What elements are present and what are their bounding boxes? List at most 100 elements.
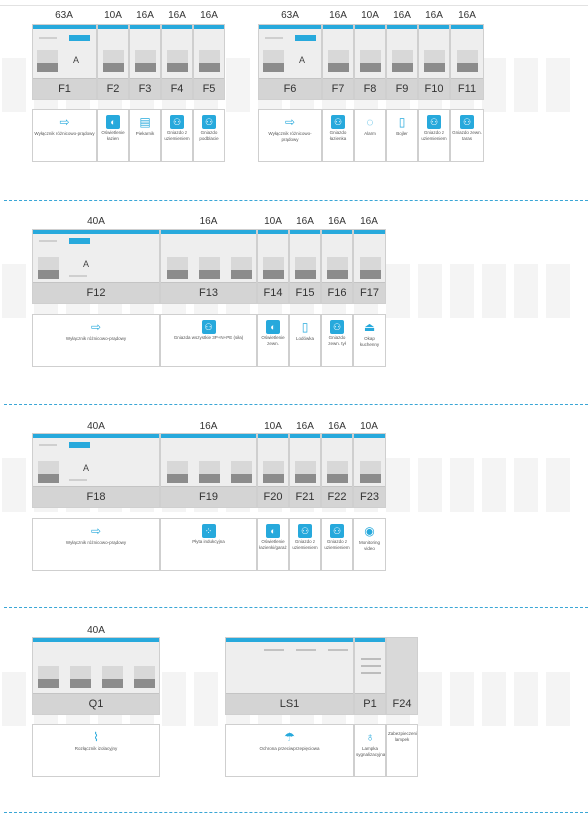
breaker-module[interactable]: F8 [354, 24, 386, 100]
boiler-icon: ▯ [398, 115, 406, 129]
breaker-module[interactable]: F2 [97, 24, 129, 100]
circuit-description: ⚇Gniazdo z uziemieniem [161, 109, 193, 162]
fridge-icon: ▯ [301, 320, 309, 334]
isolator-module[interactable]: Q1 [32, 637, 160, 715]
rcd-module[interactable]: A F6 [258, 24, 322, 100]
rating-label: 40A [87, 216, 105, 227]
switch-icon: ⇨ [90, 524, 102, 538]
breaker-module[interactable]: F3 [129, 24, 161, 100]
circuit-label: F14 [258, 282, 288, 303]
circuit-description: ☂Ochrona przeciwprzepięciowa [225, 724, 354, 777]
hood-icon: ⏏ [363, 320, 376, 334]
circuit-label: F3 [130, 78, 160, 99]
breaker-module[interactable]: F9 [386, 24, 418, 100]
lamp-icon: ◐ [266, 320, 280, 334]
breaker-module[interactable]: F22 [321, 433, 353, 508]
rating-label: 16A [199, 421, 218, 432]
circuit-label: F23 [354, 486, 385, 507]
circuit-description: ⚇Gniazdo zewn. taras [450, 109, 484, 162]
rating-label: 40A [87, 421, 105, 432]
breaker-module[interactable]: F23 [353, 433, 386, 508]
circuit-label: F4 [162, 78, 192, 99]
rating-label: 16A [168, 10, 186, 21]
breaker-module[interactable]: F15 [289, 229, 321, 304]
circuit-description: ⚇Gniazdo z uziemieniem [289, 518, 321, 571]
circuit-label: F22 [322, 486, 352, 507]
rcd-module[interactable]: A F18 [32, 433, 160, 508]
switch-icon: ⇨ [284, 115, 296, 129]
circuit-label: F10 [419, 78, 449, 99]
circuit-description: ▯Lodówka [289, 314, 321, 367]
switch-icon: ⇨ [59, 115, 70, 129]
rcd-module[interactable]: A F1 [32, 24, 97, 100]
rating-label: 16A [200, 10, 218, 21]
circuit-description: ⌇Rozłącznik izolacyjny [32, 724, 160, 777]
circuit-label: F6 [259, 78, 321, 99]
rating-label: 16A [425, 10, 443, 21]
row-separator [4, 812, 588, 813]
circuit-label: LS1 [226, 693, 353, 714]
three-pole-breaker-module[interactable]: F19 [160, 433, 257, 508]
breaker-module[interactable]: F21 [289, 433, 321, 508]
circuit-label: F18 [33, 486, 159, 507]
surge-protector-module[interactable]: LS1 [225, 637, 354, 715]
circuit-description: ⁘Płyta indukcyjna [160, 518, 257, 571]
breaker-module[interactable]: F10 [418, 24, 450, 100]
socket-icon: ⚇ [330, 320, 344, 334]
socket-icon: ⚇ [331, 115, 345, 129]
circuit-label: F7 [323, 78, 353, 99]
lamp-icon: ◐ [106, 115, 120, 129]
breaker-module[interactable]: F7 [322, 24, 354, 100]
rating-label: 16A [360, 216, 378, 227]
device-letter: A [83, 463, 90, 473]
breaker-module[interactable]: F4 [161, 24, 193, 100]
alarm-icon: ◌ [366, 115, 374, 129]
row-separator [4, 404, 588, 405]
rating-label: 10A [264, 216, 282, 227]
circuit-label: F13 [161, 282, 256, 303]
breaker-module[interactable]: F5 [193, 24, 225, 100]
surge-icon: ☂ [284, 730, 295, 744]
breaker-module[interactable]: F20 [257, 433, 289, 508]
circuit-description: ◐Oświetlenie zewn. [257, 314, 289, 367]
breaker-module[interactable]: F14 [257, 229, 289, 304]
circuit-label: F1 [33, 78, 96, 99]
circuit-label: F11 [451, 78, 483, 99]
circuit-label: P1 [355, 693, 385, 714]
breaker-module[interactable]: F17 [353, 229, 386, 304]
rating-label: 16A [199, 216, 218, 227]
rating-label: 10A [104, 10, 122, 21]
circuit-label: Q1 [33, 693, 159, 714]
breaker-module[interactable]: F11 [450, 24, 484, 100]
rcd-module[interactable]: A F12 [32, 229, 160, 304]
circuit-label: F20 [258, 486, 288, 507]
rating-label: 63A [281, 10, 299, 21]
lamp-fuse-module[interactable]: F24 [386, 637, 418, 715]
indicator-lamp-module[interactable]: P1 [354, 637, 386, 715]
circuit-label: F8 [355, 78, 385, 99]
circuit-description: ♁Lampka sygnalizacyjna [354, 724, 386, 777]
circuit-label: F2 [98, 78, 128, 99]
oven-icon: ▤ [139, 115, 151, 129]
eye-icon: ◉ [364, 524, 375, 538]
socket-icon: ⚇ [202, 115, 216, 129]
circuit-label: F17 [354, 282, 385, 303]
circuit-description: ⚇Gniazdo podblacie [193, 109, 225, 162]
three-pole-breaker-module[interactable]: F13 [160, 229, 257, 304]
circuit-description: ⚇Gniazda wszystkie 3P+N+PE (siła) [160, 314, 257, 367]
circuit-description: ⚇Gniazdo z uziemieniem [418, 109, 450, 162]
rating-label: 10A [264, 421, 282, 432]
row-separator [4, 607, 588, 608]
rating-label: 16A [328, 421, 346, 432]
indicator-lamp-icon: ♁ [365, 730, 375, 744]
lamp-icon: ◐ [266, 524, 280, 538]
circuit-label: F5 [194, 78, 224, 99]
circuit-description: ◐Oświetlenie łazienki/garaż [257, 518, 289, 571]
circuit-label: F15 [290, 282, 320, 303]
circuit-description: ⚇Gniazdo z uziemieniem [321, 518, 353, 571]
top-divider [0, 5, 588, 6]
rating-label: 16A [458, 10, 476, 21]
breaker-module[interactable]: F16 [321, 229, 353, 304]
circuit-description: ▯Bojler [386, 109, 418, 162]
rating-label: 16A [296, 421, 314, 432]
